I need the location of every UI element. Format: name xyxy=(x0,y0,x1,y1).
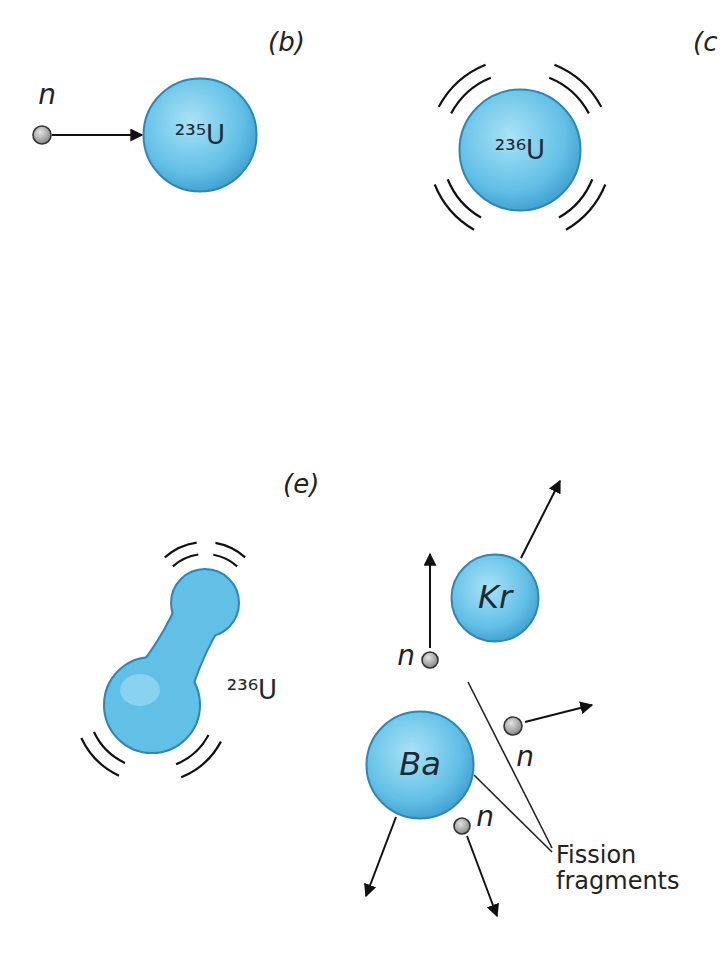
nucleus-label: ²³⁶U xyxy=(495,136,545,165)
vibration-arc xyxy=(165,543,197,558)
vibration-arc xyxy=(439,65,486,107)
neutron-sphere xyxy=(453,817,471,835)
motion-arrow xyxy=(521,481,560,558)
incoming-neutron-arrow xyxy=(52,134,142,136)
panel-letter: (e) xyxy=(283,470,319,499)
leader-line xyxy=(468,682,552,848)
vibration-arc xyxy=(81,738,119,776)
nucleus-shape xyxy=(100,565,250,755)
nucleus: ²³⁶U xyxy=(458,88,582,212)
neutron-sphere xyxy=(421,651,439,669)
nucleus-label: ²³⁶U xyxy=(227,676,277,705)
vibration-arc xyxy=(554,65,601,107)
nucleus-label: ²³⁵U xyxy=(175,121,225,150)
nucleus-label: Ba xyxy=(399,747,441,782)
nucleus: Ba xyxy=(365,710,475,820)
particle-label: n xyxy=(476,802,494,833)
particle-label: n xyxy=(516,742,534,773)
particle-label: n xyxy=(397,641,415,672)
neutron: n xyxy=(453,817,471,835)
neutron-sphere xyxy=(32,125,52,145)
motion-arrow xyxy=(467,836,497,916)
vibration-arc xyxy=(213,555,237,567)
neutron-sphere xyxy=(503,716,523,736)
neutron: n xyxy=(503,716,523,736)
nucleus-deformed: ²³⁶U xyxy=(100,565,250,755)
motion-arrow xyxy=(366,817,396,896)
neutron: n xyxy=(421,651,439,669)
leader-line xyxy=(474,775,552,852)
vibration-arc xyxy=(215,543,245,557)
motion-arrow xyxy=(525,705,592,722)
panel-letter: (b) xyxy=(268,28,305,57)
nucleus: ²³⁵U xyxy=(142,77,258,193)
particle-label: n xyxy=(38,80,56,111)
motion-arrow xyxy=(429,554,431,648)
vibration-arc xyxy=(181,742,221,778)
vibration-arc xyxy=(566,184,605,229)
neutron: n xyxy=(32,125,52,145)
panel-letter: (c xyxy=(693,28,717,57)
nucleus: Kr xyxy=(450,553,540,643)
nucleus-label: Kr xyxy=(478,580,512,615)
callout-label: Fission fragments xyxy=(556,842,716,895)
vibration-arc xyxy=(435,184,474,229)
vibration-arc xyxy=(173,554,198,566)
